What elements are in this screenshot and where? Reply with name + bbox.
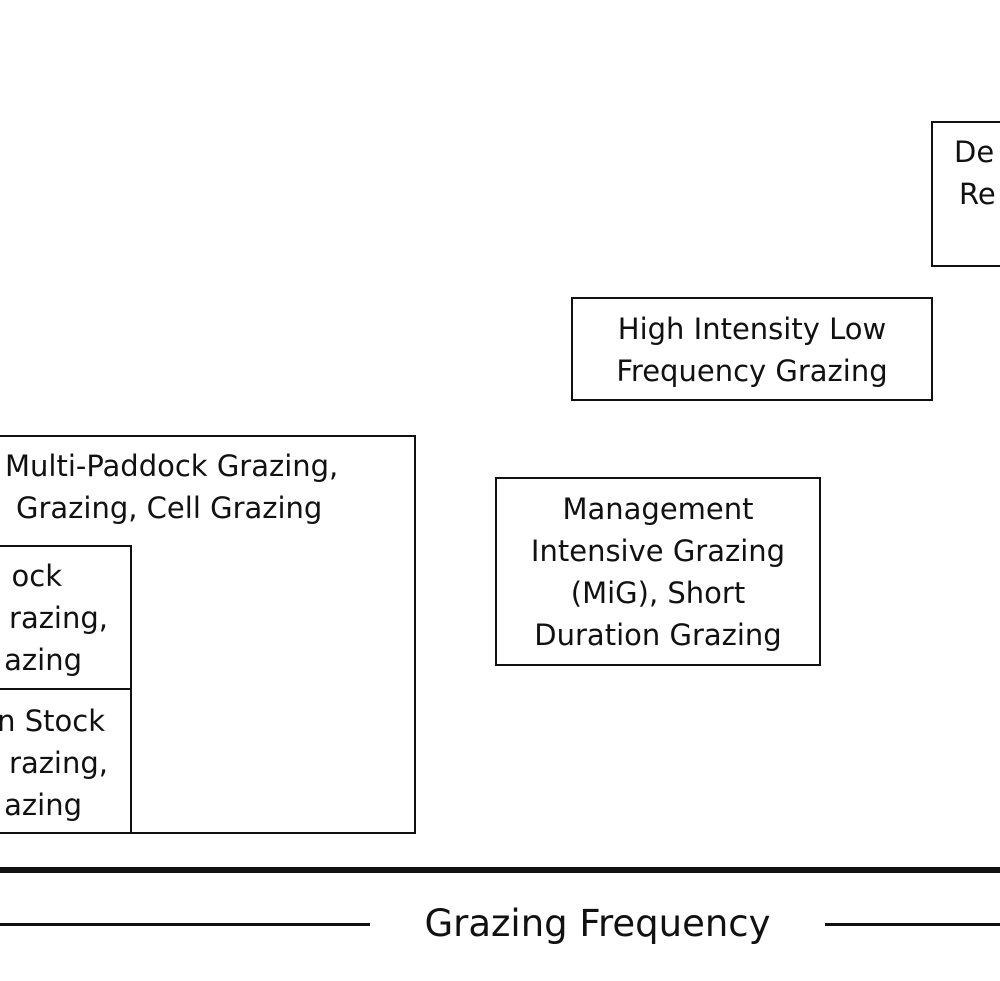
multi-paddock-box: [0, 435, 416, 834]
multi-paddock-line-2: Grazing, Cell Grazing: [16, 491, 323, 525]
de-re-box: [931, 121, 1000, 267]
partial-box-upper-line-1: ock: [11, 559, 62, 593]
partial-box-lower-line-3: azing: [4, 788, 82, 822]
mig-box: [495, 477, 821, 666]
partial-box-lower-line-2: razing,: [9, 746, 108, 780]
mig-line-4: Duration Grazing: [534, 618, 782, 652]
mig-line-1: Management: [562, 492, 754, 526]
axis-label: Grazing Frequency: [424, 902, 771, 945]
hilf-line-2: Frequency Grazing: [616, 354, 888, 388]
partial-box-upper-line-3: azing: [4, 643, 82, 677]
partial-box-lower-line-1: n Stock: [0, 704, 105, 738]
axis-label-rule-left: [0, 923, 370, 926]
hilf-line-1: High Intensity Low: [617, 312, 887, 346]
hilf-box: [571, 297, 933, 401]
axis-label-rule-right: [825, 923, 1000, 926]
partial-box-lower: [0, 688, 132, 834]
de-re-line-1: De: [954, 135, 995, 169]
mig-line-2: Intensive Grazing: [530, 534, 786, 568]
partial-box-upper-line-2: razing,: [9, 601, 108, 635]
multi-paddock-line-1: Multi-Paddock Grazing,: [5, 449, 339, 483]
de-re-line-2: Re: [959, 177, 996, 211]
mig-line-3: (MiG), Short: [570, 576, 746, 610]
axis-line: [0, 867, 1000, 873]
